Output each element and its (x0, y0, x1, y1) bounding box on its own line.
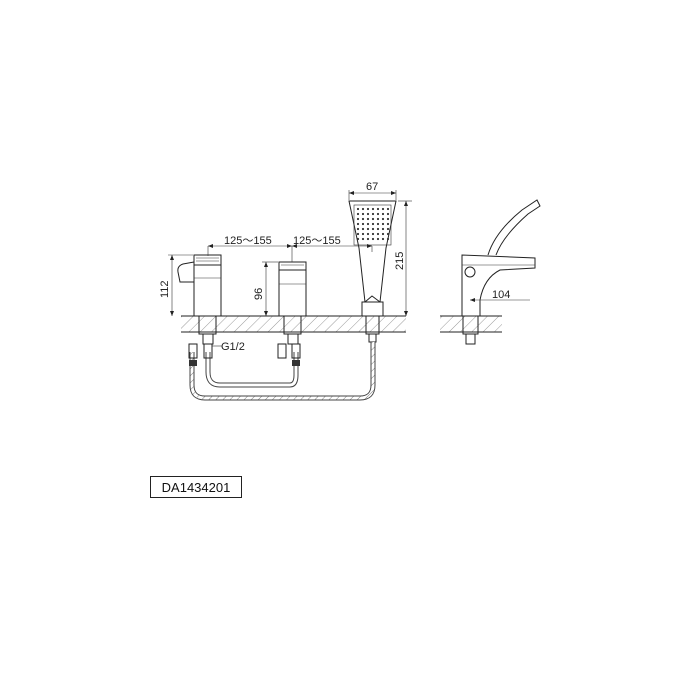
shower-nozzle-grid (356, 207, 390, 241)
dimension-spout-height (262, 261, 278, 316)
dim-spacing-left-label: 125～155 (224, 235, 272, 247)
nozzle-dot (361, 207, 365, 211)
side-spout-outline (461, 199, 541, 345)
dim-spacing-right-label: 125～155 (293, 235, 341, 247)
nozzle-dot (381, 222, 385, 226)
nozzle-dot (356, 217, 360, 221)
nozzle-dot (381, 207, 385, 211)
dim-handshower-width-label: 67 (366, 181, 378, 193)
inlet-thread-label: G1/2 (221, 341, 245, 353)
dim-lever-height-label: 112 (159, 280, 171, 298)
dimension-spout-reach (470, 298, 530, 302)
nozzle-dot (381, 212, 385, 216)
nozzle-dot (376, 232, 380, 236)
nozzle-dot (371, 212, 375, 216)
dim-spout-height-label: 96 (253, 288, 265, 300)
front-view: 125～155 125～155 67 215 112 (159, 181, 412, 401)
nozzle-dot (381, 227, 385, 231)
nozzle-dot (371, 207, 375, 211)
nozzle-dot (361, 212, 365, 216)
nozzle-dot (371, 237, 375, 241)
nozzle-dot (356, 232, 360, 236)
nozzle-dot (386, 222, 390, 226)
nozzle-dot (371, 217, 375, 221)
nozzle-dot (386, 217, 390, 221)
dimension-spacing (207, 244, 373, 262)
nozzle-dot (356, 222, 360, 226)
nozzle-dot (386, 212, 390, 216)
nozzle-dot (386, 227, 390, 231)
hand-shower (348, 200, 397, 343)
nozzle-dot (376, 207, 380, 211)
nozzle-dot (376, 217, 380, 221)
deck-section (181, 315, 406, 333)
nozzle-dot (366, 232, 370, 236)
dimension-handshower-width (348, 190, 397, 200)
spout-body (278, 261, 307, 345)
nozzle-dot (366, 222, 370, 226)
nozzle-dot (381, 217, 385, 221)
nozzle-dot (376, 227, 380, 231)
nozzle-dot (371, 227, 375, 231)
nozzle-dot (386, 232, 390, 236)
nozzle-dot (356, 212, 360, 216)
nozzle-dot (361, 237, 365, 241)
dim-spout-reach-label: 104 (492, 289, 510, 301)
nozzle-dot (381, 237, 385, 241)
nozzle-dot (361, 222, 365, 226)
nozzle-dot (376, 237, 380, 241)
dimension-lever-height (168, 254, 193, 316)
side-view: 104 (440, 199, 541, 345)
nozzle-dot (376, 212, 380, 216)
connection-hoses (188, 342, 376, 401)
nozzle-dot (366, 207, 370, 211)
nozzle-dot (366, 227, 370, 231)
nozzle-dot (361, 232, 365, 236)
model-code-label: DA1434201 (150, 476, 242, 498)
nozzle-dot (361, 217, 365, 221)
nozzle-dot (366, 237, 370, 241)
side-deck-section (440, 315, 502, 333)
nozzle-dot (356, 237, 360, 241)
nozzle-dot (356, 207, 360, 211)
nozzle-dot (376, 222, 380, 226)
nozzle-dot (381, 232, 385, 236)
nozzle-dot (371, 232, 375, 236)
nozzle-dot (366, 217, 370, 221)
nozzle-dot (356, 227, 360, 231)
nozzle-dot (366, 212, 370, 216)
nozzle-dot (361, 227, 365, 231)
dim-handshower-height-label: 215 (394, 252, 406, 270)
nozzle-dot (386, 237, 390, 241)
dimension-handshower-height (398, 200, 412, 316)
nozzle-dot (371, 222, 375, 226)
nozzle-dot (386, 207, 390, 211)
